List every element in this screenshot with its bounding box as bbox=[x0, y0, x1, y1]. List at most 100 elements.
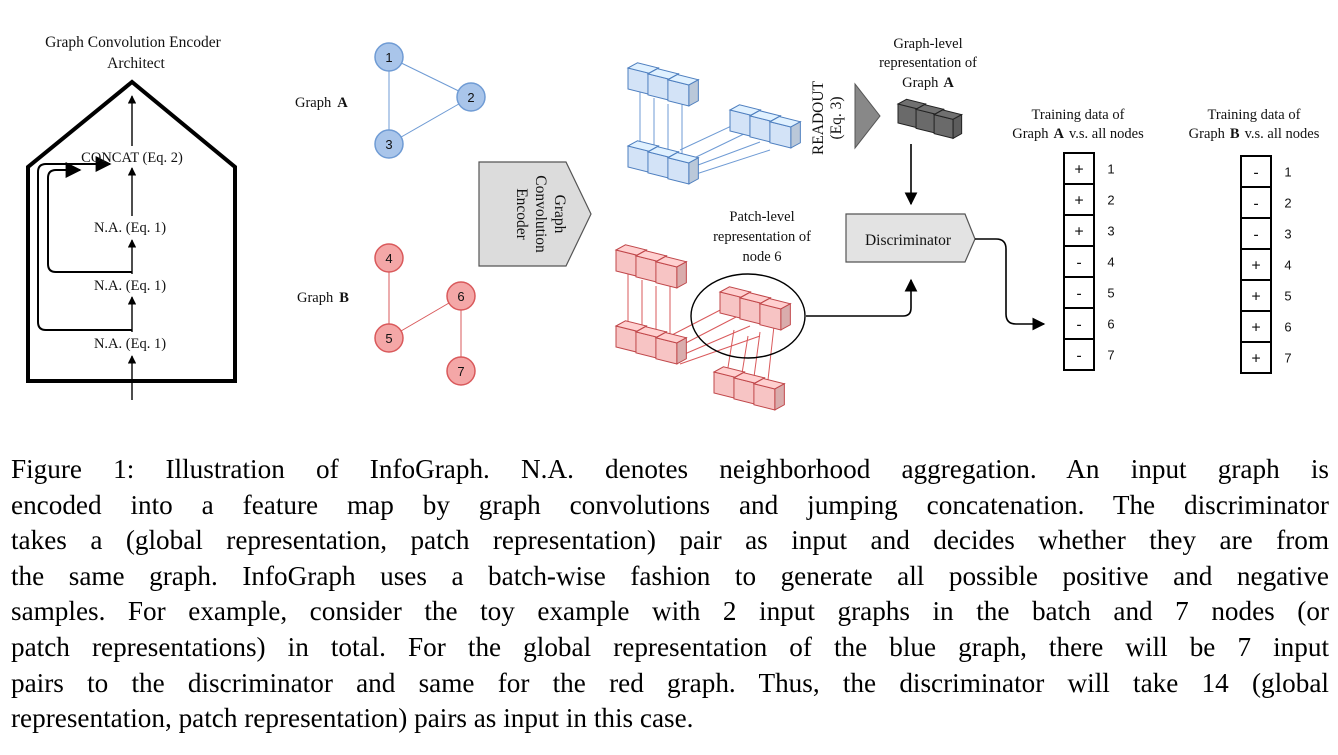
readout-label: READOUT bbox=[810, 80, 827, 155]
na-layer-top-label: N.A. (Eq. 1) bbox=[94, 220, 166, 236]
graph-node-label: 4 bbox=[385, 251, 392, 266]
training-sign: - bbox=[1253, 196, 1258, 213]
patch-level-line2: representation of bbox=[713, 229, 811, 245]
training-a-line1: Training data of bbox=[1032, 107, 1125, 123]
training-node-index: 3 bbox=[1107, 224, 1114, 239]
training-node-index: 7 bbox=[1284, 351, 1291, 366]
training-sign: + bbox=[1251, 320, 1260, 337]
feature-cube bbox=[654, 332, 688, 365]
caption-line: representation, patch representation) pa… bbox=[11, 703, 694, 734]
training-sign: - bbox=[1076, 255, 1081, 272]
training-node-index: 2 bbox=[1107, 193, 1114, 208]
encoder-title-line2: Architect bbox=[107, 55, 165, 72]
feature-cube bbox=[666, 152, 700, 185]
training-node-index: 3 bbox=[1284, 227, 1291, 242]
patch-level-line1: Patch-level bbox=[729, 209, 794, 225]
graph-node-label: 1 bbox=[385, 50, 392, 65]
caption-line: encoded into a feature map by graph conv… bbox=[11, 489, 1329, 520]
discriminator-block: Discriminator bbox=[806, 213, 1046, 331]
training-sign: + bbox=[1251, 289, 1260, 306]
caption-line: Figure 1: Illustration of InfoGraph. N.A… bbox=[11, 454, 1329, 484]
graph-node-label: 6 bbox=[457, 289, 464, 304]
training-sign-cell bbox=[1063, 245, 1095, 278]
na-layer-mid-label: N.A. (Eq. 1) bbox=[94, 278, 166, 294]
feature-cube bbox=[654, 256, 688, 289]
feature-cube bbox=[666, 74, 700, 107]
caption-line: takes a (global representation, patch re… bbox=[11, 525, 1329, 556]
graph-level-line2: representation of bbox=[879, 55, 977, 71]
graph-node bbox=[374, 42, 404, 72]
caption-line: pairs to the discriminator and same for … bbox=[11, 667, 1329, 698]
gc-encoder-block: Graph Convolution Encoder bbox=[478, 161, 592, 267]
training-node-index: 5 bbox=[1284, 289, 1291, 304]
training-sign: + bbox=[1074, 224, 1083, 241]
training-sign-cell bbox=[1240, 217, 1272, 250]
training-sign: - bbox=[1253, 165, 1258, 182]
training-sign-cell bbox=[1063, 338, 1095, 371]
graph-node-label: 3 bbox=[385, 137, 392, 152]
training-node-index: 2 bbox=[1284, 196, 1291, 211]
training-sign: - bbox=[1076, 348, 1081, 365]
encoder-architecture: Graph Convolution Encoder Architect CONC… bbox=[26, 34, 237, 400]
feature-cube bbox=[758, 298, 792, 331]
gc-encoder-line3: Encoder bbox=[513, 188, 530, 240]
graph-node bbox=[374, 243, 404, 273]
na-layer-bottom-label: N.A. (Eq. 1) bbox=[94, 336, 166, 352]
graph-b-feature-map bbox=[614, 244, 806, 411]
patch-highlight-ellipse bbox=[690, 273, 806, 359]
figure-canvas: Graph Convolution Encoder Architect CONC… bbox=[26, 34, 1320, 411]
training-node-index: 6 bbox=[1107, 317, 1114, 332]
training-sign: + bbox=[1251, 351, 1260, 368]
patch-level-representation: Patch-level representation of node 6 bbox=[713, 209, 811, 265]
training-sign: + bbox=[1074, 193, 1083, 210]
feature-cube bbox=[932, 109, 964, 140]
readout-block: READOUT (Eq. 3) bbox=[810, 80, 881, 155]
training-node-index: 6 bbox=[1284, 320, 1291, 335]
graph-node-label: 5 bbox=[385, 331, 392, 346]
graph-node bbox=[374, 129, 404, 159]
training-sign-cell bbox=[1063, 307, 1095, 340]
graph-a-feature-map bbox=[626, 62, 802, 185]
training-node-index: 1 bbox=[1107, 162, 1114, 177]
graph-node bbox=[446, 281, 476, 311]
graph-node-label: 7 bbox=[457, 364, 464, 379]
graph-node bbox=[456, 82, 486, 112]
training-node-index: 5 bbox=[1107, 286, 1114, 301]
caption-line: the same graph. InfoGraph uses a batch-w… bbox=[11, 560, 1329, 591]
gc-encoder-line1: Graph bbox=[551, 195, 568, 234]
graph-level-line1: Graph-level bbox=[893, 36, 962, 52]
feature-cube bbox=[752, 378, 786, 411]
training-sign-cell bbox=[1240, 248, 1272, 281]
training-sign-cell bbox=[1240, 310, 1272, 343]
infograph-figure: Graph Convolution Encoder Architect CONC… bbox=[26, 34, 1320, 411]
training-sign-cell bbox=[1240, 155, 1272, 188]
patch-level-line3: node 6 bbox=[742, 249, 781, 265]
figure-caption: Figure 1: Illustration of InfoGraph. N.A… bbox=[11, 452, 1329, 737]
training-b-line1: Training data of bbox=[1208, 107, 1301, 123]
caption-line: samples. For example, consider the toy e… bbox=[11, 596, 1329, 627]
training-sign: - bbox=[1076, 286, 1081, 303]
training-node-index: 4 bbox=[1107, 255, 1114, 270]
training-sign: + bbox=[1074, 162, 1083, 179]
training-node-index: 4 bbox=[1284, 258, 1291, 273]
training-node-index: 1 bbox=[1284, 165, 1291, 180]
graph-node-label: 2 bbox=[467, 90, 474, 105]
readout-eq-label: (Eq. 3) bbox=[828, 96, 845, 139]
gc-encoder-line2: Convolution bbox=[532, 175, 549, 253]
training-sign-cell bbox=[1240, 341, 1272, 374]
caption-line: patch representations) in total. For the… bbox=[11, 631, 1329, 662]
training-node-index: 7 bbox=[1107, 348, 1114, 363]
concat-layer-label: CONCAT (Eq. 2) bbox=[81, 150, 183, 166]
graph-node bbox=[446, 356, 476, 386]
encoder-title-line1: Graph Convolution Encoder bbox=[45, 34, 221, 51]
training-sign: + bbox=[1251, 258, 1260, 275]
training-sign: - bbox=[1076, 317, 1081, 334]
